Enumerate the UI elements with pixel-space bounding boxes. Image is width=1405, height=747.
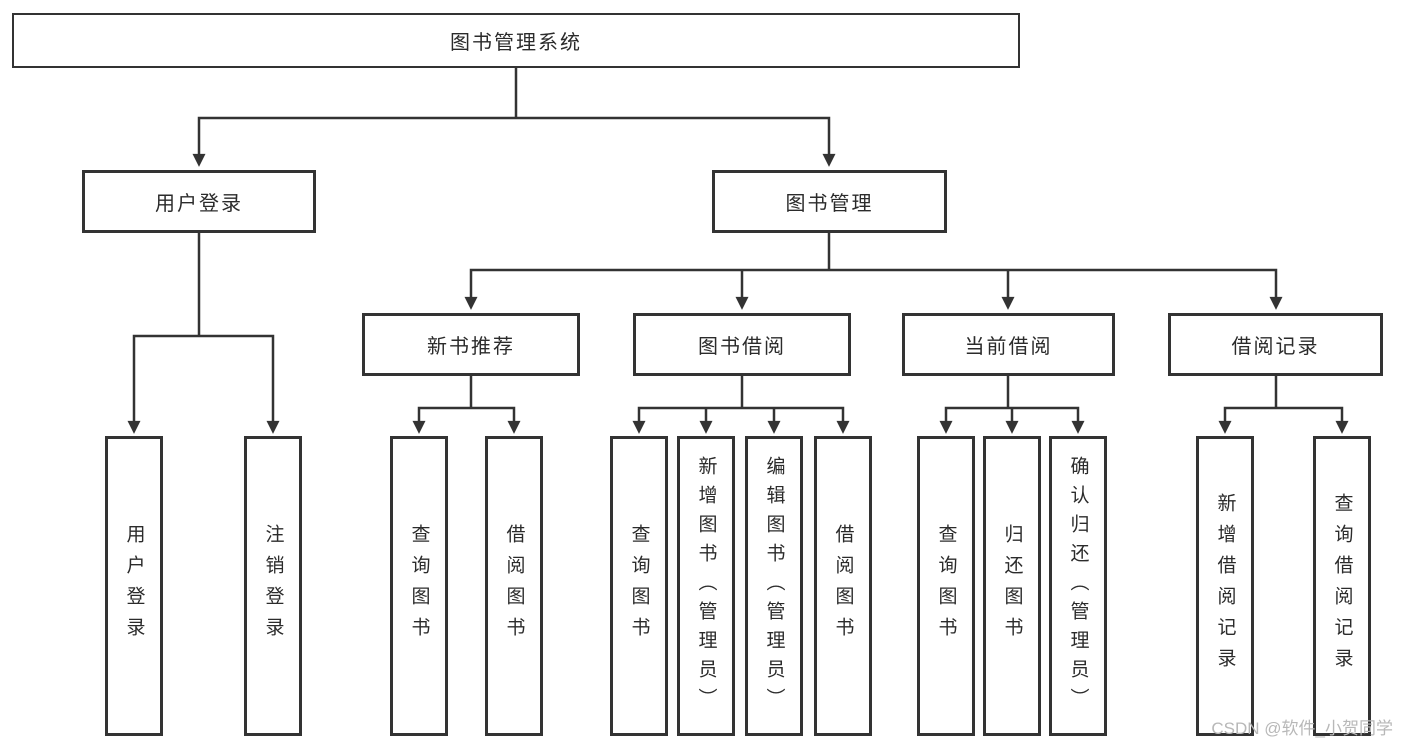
leaf-logout-label: 注销登录 — [262, 524, 284, 648]
node-book-mgmt: 图书管理 — [712, 170, 947, 233]
leaf-borrow-add-admin: 新增图书（管理员） — [677, 436, 735, 736]
leaf-borrow-borrow: 借阅图书 — [814, 436, 872, 736]
branch-new-book-children — [412, 406, 521, 434]
leaf-record-query-label: 查询借阅记录 — [1331, 493, 1353, 679]
branch-root-to-level2 — [192, 116, 836, 167]
branch-book-mgmt-children — [464, 268, 1283, 310]
node-user-login-label: 用户登录 — [155, 193, 243, 215]
branch-records-children — [1218, 406, 1349, 434]
leaf-user-login-label: 用户登录 — [123, 524, 145, 648]
node-book-borrow: 图书借阅 — [633, 313, 851, 376]
csdn-watermark: CSDN @软件_小贺同学 — [1211, 719, 1393, 738]
leaf-borrow-edit-admin: 编辑图书（管理员） — [745, 436, 803, 736]
node-current-borrow-label: 当前借阅 — [964, 336, 1053, 358]
leaf-record-query: 查询借阅记录 — [1313, 436, 1371, 736]
leaf-record-add-label: 新增借阅记录 — [1214, 493, 1236, 679]
leaf-borrow-query: 查询图书 — [610, 436, 668, 736]
leaf-current-confirm-admin: 确认归还（管理员） — [1049, 436, 1107, 736]
leaf-current-return-label: 归还图书 — [1001, 524, 1023, 648]
branch-borrow-children — [632, 406, 850, 434]
node-new-book-rec-label: 新书推荐 — [427, 336, 515, 358]
branch-user-login-children — [127, 334, 280, 434]
leaf-borrow-add-admin-label: 新增图书（管理员） — [695, 455, 717, 717]
node-user-login: 用户登录 — [82, 170, 316, 233]
node-library-system: 图书管理系统 — [12, 13, 1020, 68]
leaf-record-add: 新增借阅记录 — [1196, 436, 1254, 736]
leaf-current-query-label: 查询图书 — [935, 524, 957, 648]
leaf-current-query: 查询图书 — [917, 436, 975, 736]
node-book-mgmt-label: 图书管理 — [785, 193, 874, 215]
leaf-newbook-borrow-label: 借阅图书 — [503, 524, 525, 648]
leaf-current-confirm-admin-label: 确认归还（管理员） — [1067, 455, 1089, 717]
node-current-borrow: 当前借阅 — [902, 313, 1115, 376]
leaf-newbook-borrow: 借阅图书 — [485, 436, 543, 736]
node-borrow-records: 借阅记录 — [1168, 313, 1383, 376]
leaf-newbook-query-label: 查询图书 — [408, 524, 430, 648]
node-new-book-rec: 新书推荐 — [362, 313, 580, 376]
node-book-borrow-label: 图书借阅 — [698, 336, 786, 358]
leaf-borrow-query-label: 查询图书 — [628, 524, 650, 648]
node-borrow-records-label: 借阅记录 — [1231, 336, 1320, 358]
leaf-current-return: 归还图书 — [983, 436, 1041, 736]
leaf-borrow-borrow-label: 借阅图书 — [832, 524, 854, 648]
leaf-user-login: 用户登录 — [105, 436, 163, 736]
leaf-borrow-edit-admin-label: 编辑图书（管理员） — [763, 455, 785, 717]
leaf-newbook-query: 查询图书 — [390, 436, 448, 736]
node-library-system-label: 图书管理系统 — [450, 32, 582, 54]
leaf-logout: 注销登录 — [244, 436, 302, 736]
